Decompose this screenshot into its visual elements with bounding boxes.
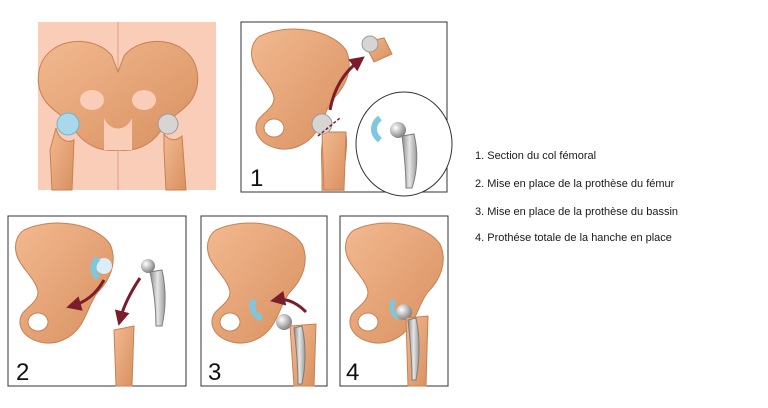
panel-4-number: 4 <box>346 359 359 386</box>
pelvis-anatomy-illustration <box>37 22 216 191</box>
panel-4: 4 <box>339 215 449 387</box>
legend-item-1: 1. Section du col fémoral <box>475 150 597 162</box>
legend-item-2: 2. Mise en place de la prothèse du fémur <box>475 178 675 190</box>
panel-1: 1 <box>240 21 453 197</box>
panel-2-number: 2 <box>16 359 29 386</box>
panel-3: 3 <box>200 215 328 387</box>
panel-1-number: 1 <box>250 165 263 192</box>
panel-3-number: 3 <box>208 359 221 386</box>
legend-item-4: 4. Prothése totale de la hanche en place <box>475 232 672 244</box>
panel-2: 2 <box>7 215 187 387</box>
legend-item-3: 3. Mise en place de la prothèse du bassi… <box>475 206 679 218</box>
